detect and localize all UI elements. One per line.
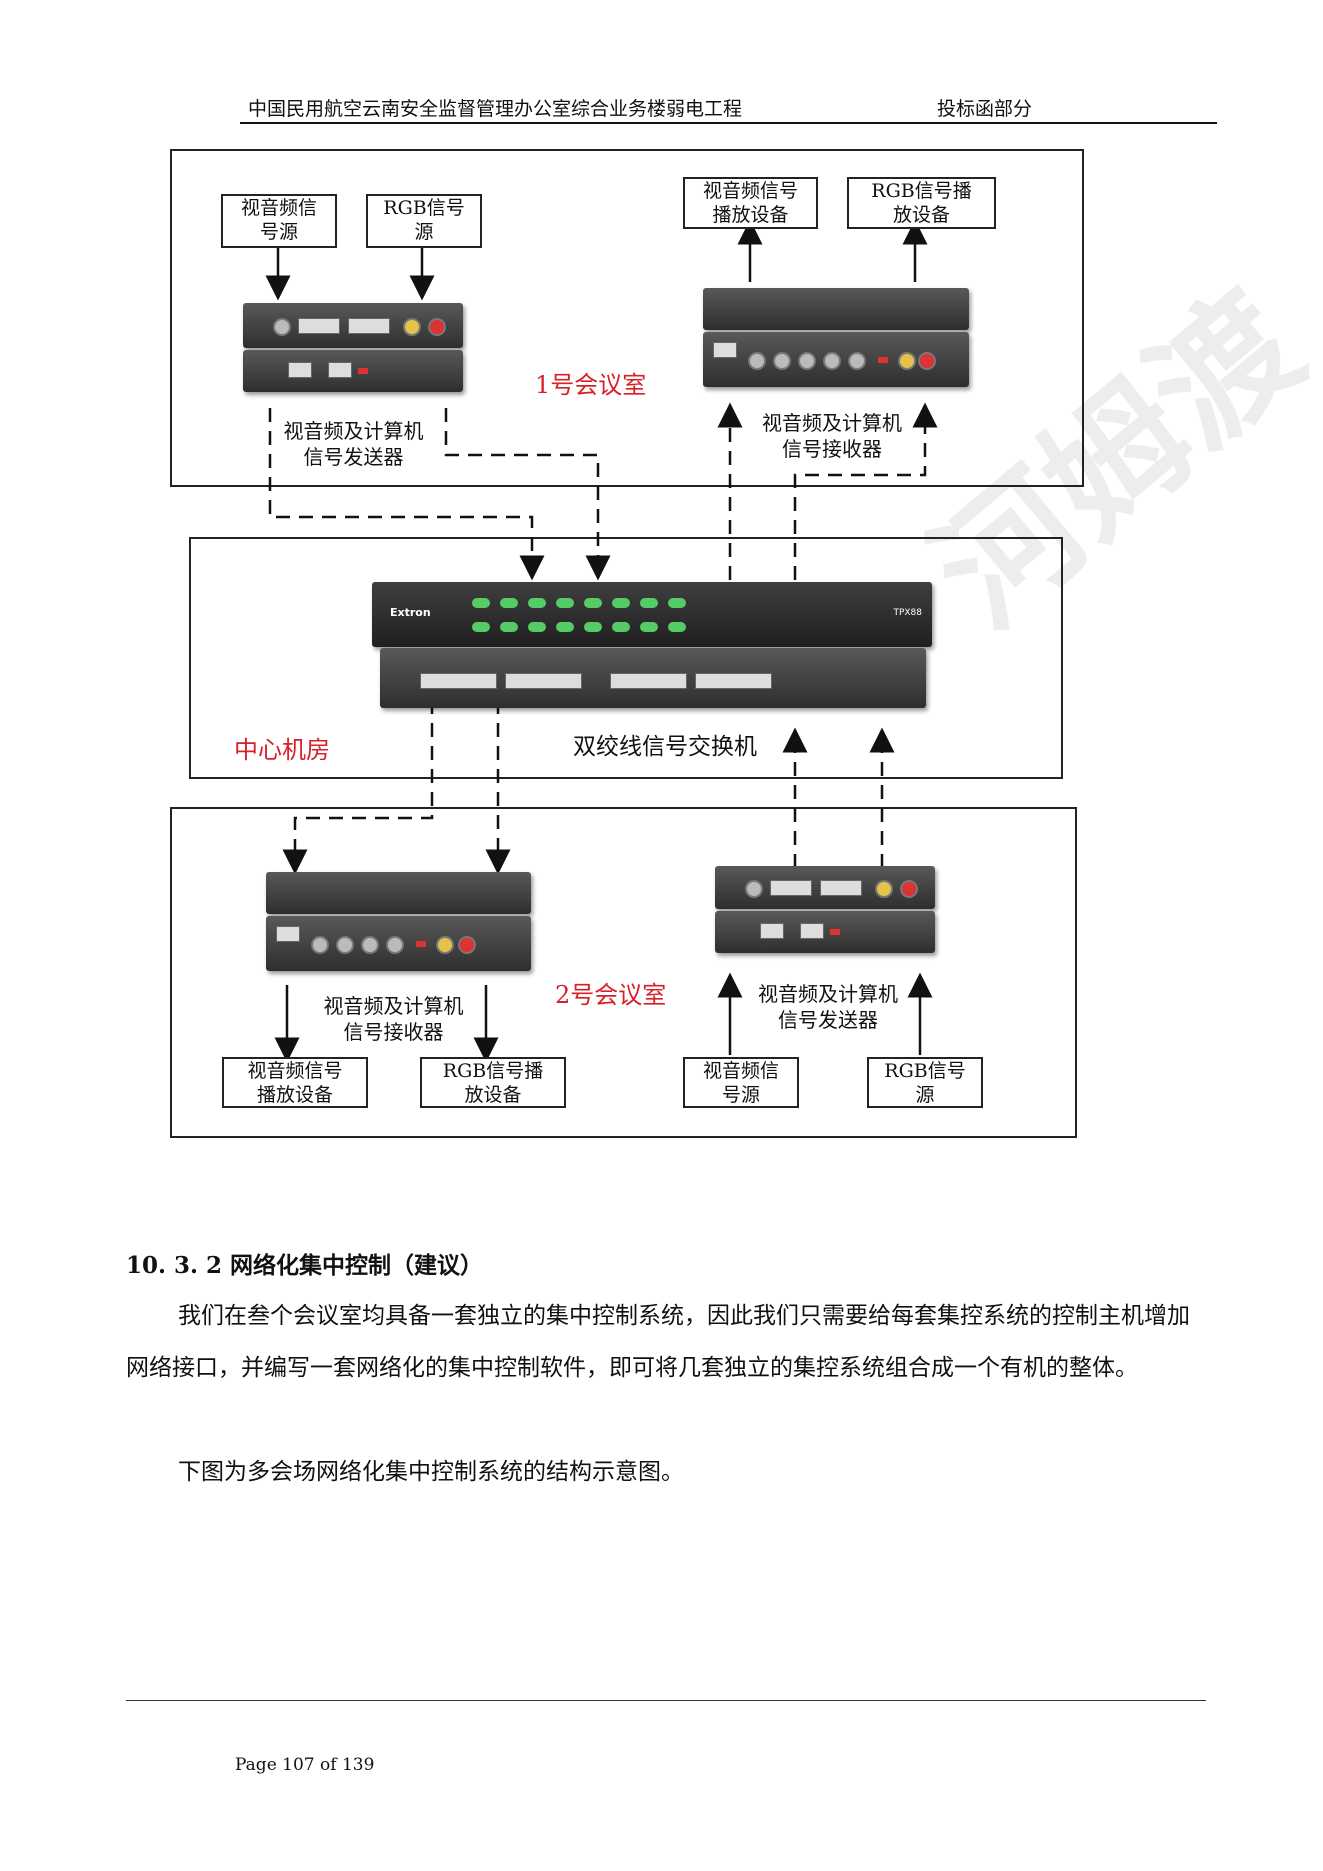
room2-frame [170, 807, 1077, 1138]
room1-transmitter-device [243, 303, 463, 348]
footer-rule [126, 1700, 1206, 1701]
header-section: 投标函部分 [937, 98, 1033, 120]
section-heading: 10. 3. 2 网络化集中控制（建议） [126, 1252, 484, 1279]
room1-transmitter-caption: 视音频及计算机 信号发送器 [283, 419, 424, 469]
center-frame [189, 537, 1063, 779]
paragraph-1: 我们在叁个会议室均具备一套独立的集中控制系统，因此我们只需要给每套集控系统的控制… [126, 1290, 1196, 1394]
switch-caption: 双绞线信号交换机 [573, 734, 757, 760]
room2-receiver-caption: 视音频及计算机 信号接收器 [323, 994, 464, 1044]
room2-rgb-source-box: RGB信号 源 [867, 1057, 983, 1108]
room1-receiver-base [703, 332, 969, 387]
room1-av-source-box: 视音频信 号源 [221, 194, 337, 248]
switch-device: Extron TPX88 [372, 582, 932, 647]
room2-label: 2号会议室 [555, 981, 667, 1009]
room2-transmitter-device [715, 866, 935, 909]
connection-lines [265, 219, 938, 1063]
center-label: 中心机房 [234, 736, 330, 764]
room2-av-source-box: 视音频信 号源 [683, 1057, 799, 1108]
switch-brand: Extron [390, 606, 431, 619]
header-rule [240, 122, 1217, 124]
room1-label: 1号会议室 [535, 371, 647, 399]
room2-receiver-device [266, 872, 531, 914]
paragraph-2: 下图为多会场网络化集中控制系统的结构示意图。 [126, 1446, 1196, 1498]
system-diagram: 视音频信 号源 RGB信号 源 视音频信号 播放设备 RGB信号播 放设备 1号… [170, 149, 1084, 1138]
room2-av-output-box: 视音频信号 播放设备 [222, 1057, 368, 1108]
room1-av-output-box: 视音频信号 播放设备 [683, 177, 818, 229]
room2-transmitter-caption: 视音频及计算机 信号发送器 [758, 982, 898, 1032]
room1-receiver-caption: 视音频及计算机 信号接收器 [762, 411, 902, 461]
room1-frame [170, 149, 1084, 487]
room1-receiver-device [703, 288, 969, 330]
page-number: Page 107 of 139 [235, 1755, 375, 1775]
room2-transmitter-base [715, 911, 935, 953]
room2-receiver-base [266, 916, 531, 971]
switch-rear-panel [380, 648, 926, 708]
paragraph-1-text: 我们在叁个会议室均具备一套独立的集中控制系统，因此我们只需要给每套集控系统的控制… [126, 1303, 1190, 1381]
room1-transmitter-base [243, 350, 463, 392]
room1-rgb-output-box: RGB信号播 放设备 [847, 177, 996, 229]
room1-rgb-source-box: RGB信号 源 [366, 194, 482, 248]
room2-rgb-output-box: RGB信号播 放设备 [420, 1057, 566, 1108]
switch-model: TPX88 [893, 608, 922, 618]
header-title: 中国民用航空云南安全监督管理办公室综合业务楼弱电工程 [248, 98, 743, 120]
paragraph-2-text: 下图为多会场网络化集中控制系统的结构示意图。 [178, 1459, 684, 1485]
